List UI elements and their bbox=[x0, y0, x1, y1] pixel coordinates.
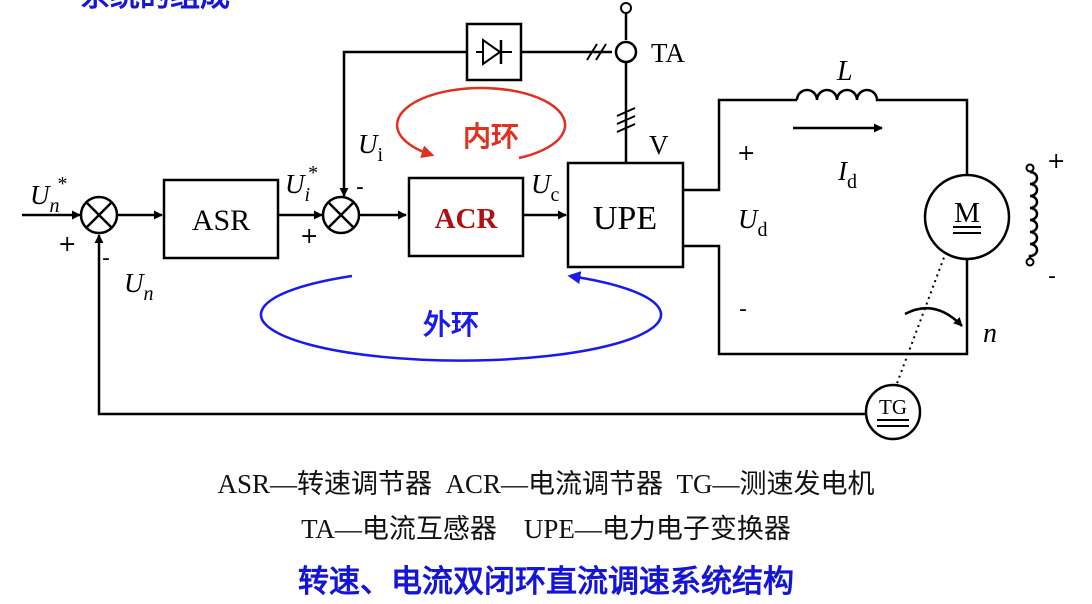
control-voltage-label: Uc bbox=[531, 169, 560, 206]
outer-loop-indicator: 外环 bbox=[259, 271, 663, 362]
inner-loop-label: 内环 bbox=[463, 120, 519, 153]
field-winding bbox=[1025, 163, 1039, 267]
field-plus: + bbox=[1047, 149, 1065, 174]
inner-loop-indicator: 内环 bbox=[395, 86, 567, 160]
rotation-arrow bbox=[904, 306, 963, 327]
figure-title: 转速、电流双闭环直流调速系统结构 bbox=[298, 564, 794, 600]
armature-top-wire bbox=[880, 98, 969, 175]
asr-block: ASR bbox=[162, 178, 280, 260]
v-label: V bbox=[649, 130, 669, 160]
outer-loop-label: 外环 bbox=[423, 308, 479, 341]
acr-label: ACR bbox=[435, 203, 499, 235]
inductor-label: L bbox=[836, 56, 853, 87]
inductor-coil bbox=[795, 88, 880, 102]
upe-positive-wire bbox=[683, 98, 797, 192]
legend-line-1: ASR—转速调节器 ACR—电流调节器 TG—测速发电机 bbox=[217, 469, 875, 499]
speed-fb-minus: - bbox=[102, 246, 110, 271]
upe-label: UPE bbox=[593, 200, 657, 237]
motor-label: M bbox=[954, 197, 980, 229]
speed-label: n bbox=[983, 318, 997, 349]
legend-line-2: TA—电流互感器 UPE—电力电子变换器 bbox=[301, 514, 791, 544]
current-fb-label: Ui bbox=[358, 129, 384, 166]
speed-fb-wire bbox=[94, 234, 866, 416]
current-ref-label: Ui* bbox=[285, 162, 318, 206]
speed-fb-label: Un bbox=[124, 268, 154, 305]
speed-ref-plus: + bbox=[58, 232, 76, 257]
speed-ref-label: Un* bbox=[30, 173, 68, 217]
tg-label: TG bbox=[879, 395, 907, 419]
ta-label: TA bbox=[651, 38, 685, 68]
tachogenerator: TG bbox=[864, 383, 922, 441]
acr-block: ACR bbox=[407, 176, 525, 258]
current-summing-junction bbox=[321, 195, 361, 235]
field-minus: - bbox=[1048, 264, 1056, 289]
ta-slash-marks bbox=[586, 43, 607, 61]
speed-summing-junction bbox=[79, 195, 119, 235]
ta-current-transformer bbox=[614, 40, 638, 64]
upe-block: UPE bbox=[566, 161, 685, 269]
armature-current-label: Id bbox=[837, 156, 857, 193]
asr-label: ASR bbox=[192, 204, 250, 237]
v-slash-marks bbox=[616, 107, 636, 133]
armature-plus: + bbox=[737, 141, 755, 166]
shaft-coupling-dotted bbox=[895, 251, 947, 387]
armature-minus: - bbox=[739, 297, 747, 322]
current-ref-plus: + bbox=[300, 224, 318, 249]
current-fb-return-wire bbox=[339, 50, 467, 197]
motor: M bbox=[923, 173, 1011, 261]
current-fb-minus: - bbox=[356, 175, 364, 200]
armature-voltage-label: Ud bbox=[738, 204, 768, 241]
header-partial: 系统的组成 bbox=[80, 0, 230, 14]
upe-negative-wire bbox=[683, 244, 969, 356]
rectifier-block bbox=[465, 22, 523, 82]
ta-top-terminal bbox=[620, 2, 632, 14]
